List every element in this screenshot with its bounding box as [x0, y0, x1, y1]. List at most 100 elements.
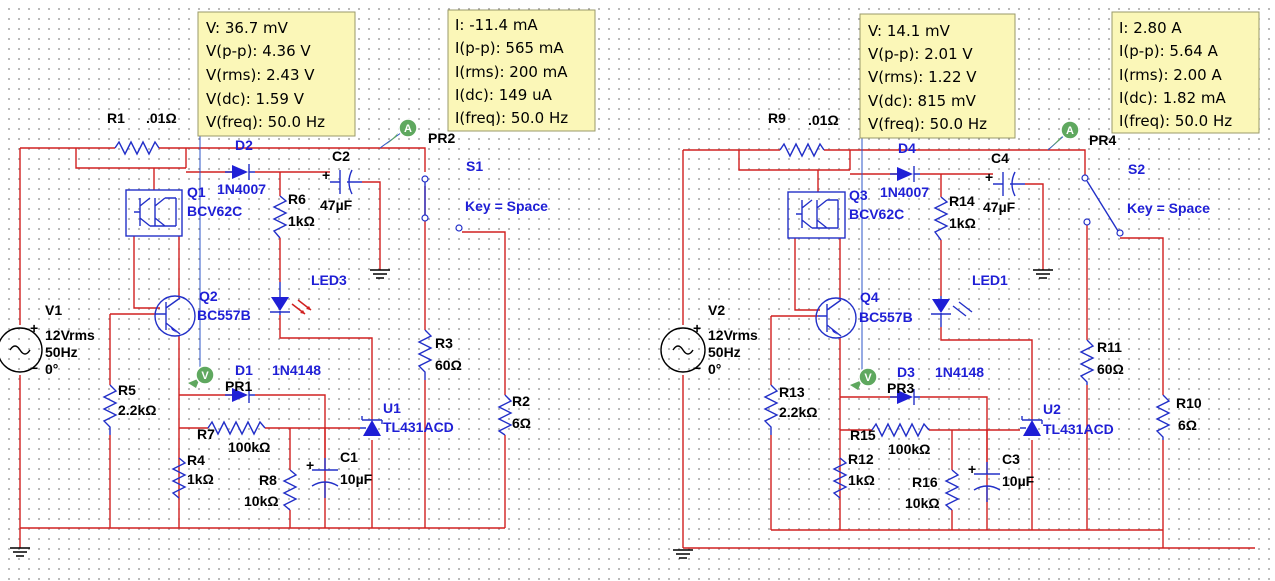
svg-text:+: + — [306, 457, 314, 473]
resistor-r4[interactable] — [171, 457, 187, 499]
capacitor-c4[interactable]: + — [985, 169, 1025, 197]
switch-s2[interactable] — [1081, 174, 1124, 237]
resistor-r16[interactable] — [944, 469, 960, 511]
label-r8-name: R8 — [259, 472, 277, 488]
svg-text:+: + — [693, 320, 701, 336]
label-r16-value: 10kΩ — [905, 495, 940, 511]
label-r2-value: 6Ω — [512, 415, 531, 431]
label-u1-model: TL431ACD — [383, 419, 454, 435]
capacitor-c2[interactable]: + — [322, 167, 362, 195]
resistor-r1[interactable] — [114, 140, 160, 156]
label-r12-name: R12 — [848, 451, 874, 467]
resistor-r10[interactable] — [1155, 394, 1171, 440]
resistor-r6[interactable] — [272, 195, 288, 239]
label-r9-name: R9 — [768, 110, 786, 126]
resistor-r3[interactable] — [417, 329, 433, 380]
ground-symbol — [673, 549, 693, 559]
transistor-q2[interactable] — [154, 295, 196, 337]
resistor-r15[interactable] — [871, 422, 930, 438]
label-r7-value: 100kΩ — [228, 439, 270, 455]
label-c1-value: 10µF — [340, 471, 373, 487]
diode-d2[interactable] — [225, 164, 255, 180]
label-r4-value: 1kΩ — [187, 471, 214, 487]
diode-d1[interactable] — [225, 387, 255, 403]
transistor-q3[interactable] — [787, 191, 846, 239]
label-probe-pr1: PR1 — [225, 378, 252, 394]
label-q4-name: Q4 — [860, 289, 879, 305]
label-c2-name: C2 — [332, 148, 350, 164]
label-r15-value: 100kΩ — [888, 441, 930, 457]
label-r13-value: 2.2kΩ — [779, 404, 817, 420]
capacitor-c1[interactable]: + — [306, 457, 339, 498]
current-probe-pr2[interactable]: A — [386, 118, 418, 145]
resistor-r9[interactable] — [779, 142, 825, 158]
label-v2-name: V2 — [708, 302, 725, 318]
label-r1-value: .01Ω — [146, 110, 177, 126]
label-r14-name: R14 — [949, 193, 975, 209]
label-q3-model: BCV62C — [849, 206, 904, 222]
label-probe-pr4: PR4 — [1089, 132, 1116, 148]
transistor-q4[interactable] — [815, 297, 857, 339]
label-r11-name: R11 — [1097, 339, 1122, 355]
current-probe-readout: I: 2.80 A I(p-p): 5.64 A I(rms): 2.00 A … — [1111, 11, 1260, 134]
resistor-r7[interactable] — [207, 420, 266, 436]
diode-d4[interactable] — [890, 166, 920, 182]
label-r6-value: 1kΩ — [288, 213, 315, 229]
led[interactable] — [270, 282, 312, 315]
readout-line: I(rms): 200 mA — [455, 63, 568, 81]
resistor-r8[interactable] — [282, 469, 298, 511]
led[interactable] — [931, 296, 973, 327]
ac-source-v2[interactable]: + − — [660, 320, 706, 376]
svg-text:+: + — [985, 169, 993, 185]
label-v2-frequency: 50Hz — [708, 344, 741, 360]
readout-line: V(rms): 1.22 V — [868, 68, 977, 86]
readout-line: I(rms): 2.00 A — [1119, 66, 1222, 84]
svg-text:−: − — [30, 360, 38, 376]
readout-line: I(p-p): 565 mA — [455, 39, 564, 57]
switch-s1[interactable] — [421, 175, 463, 232]
label-r1-name: R1 — [107, 110, 125, 126]
svg-text:A: A — [1066, 125, 1074, 137]
current-probe-pr4[interactable]: A — [1050, 120, 1080, 148]
label-s2-name: S2 — [1128, 161, 1145, 177]
shunt-regulator-u2[interactable] — [1020, 416, 1043, 436]
diode-d3[interactable] — [890, 389, 920, 405]
resistor-r14[interactable] — [933, 196, 949, 241]
readout-line: I(dc): 1.82 mA — [1119, 89, 1226, 107]
capacitor-c3[interactable]: + — [968, 461, 1001, 502]
transistor-q1[interactable] — [125, 189, 183, 237]
label-c3-value: 10µF — [1002, 473, 1035, 489]
label-q1-model: BCV62C — [187, 203, 242, 219]
readout-line: V: 36.7 mV — [206, 19, 289, 37]
resistor-r13[interactable] — [763, 384, 779, 435]
svg-text:+: + — [968, 461, 976, 477]
resistor-r12[interactable] — [832, 457, 848, 499]
label-v1-frequency: 50Hz — [45, 344, 78, 360]
label-r9-value: .01Ω — [808, 112, 839, 128]
label-r3-value: 60Ω — [435, 357, 462, 373]
label-r7-name: R7 — [197, 426, 215, 442]
ground-symbol — [370, 269, 390, 279]
label-s2-key: Key = Space — [1127, 200, 1210, 216]
voltage-probe-pr1[interactable]: V — [188, 365, 215, 388]
shunt-regulator-u1[interactable] — [360, 416, 383, 436]
svg-text:V: V — [864, 372, 872, 384]
label-probe-pr2: PR2 — [428, 130, 455, 146]
svg-text:+: + — [322, 167, 330, 183]
svg-text:−: − — [693, 360, 701, 376]
label-d3-model: 1N4148 — [935, 364, 984, 380]
resistor-r5[interactable] — [102, 384, 118, 435]
resistor-r11[interactable] — [1079, 339, 1095, 385]
voltage-probe-pr3[interactable]: V — [850, 367, 878, 390]
label-probe-pr3: PR3 — [887, 380, 914, 396]
voltage-probe-readout: V: 36.7 mV V(p-p): 4.36 V V(rms): 2.43 V… — [197, 11, 356, 137]
ac-source-v1[interactable]: + − — [0, 320, 43, 376]
readout-line: V(rms): 2.43 V — [206, 66, 315, 84]
label-c1-name: C1 — [340, 449, 358, 465]
resistor-r2[interactable] — [497, 394, 513, 436]
label-u2-name: U2 — [1043, 401, 1061, 417]
label-v2-phase: 0° — [708, 361, 721, 377]
label-s1-key: Key = Space — [465, 198, 548, 214]
label-v2-voltage: 12Vrms — [708, 327, 758, 343]
svg-text:+: + — [30, 320, 38, 336]
